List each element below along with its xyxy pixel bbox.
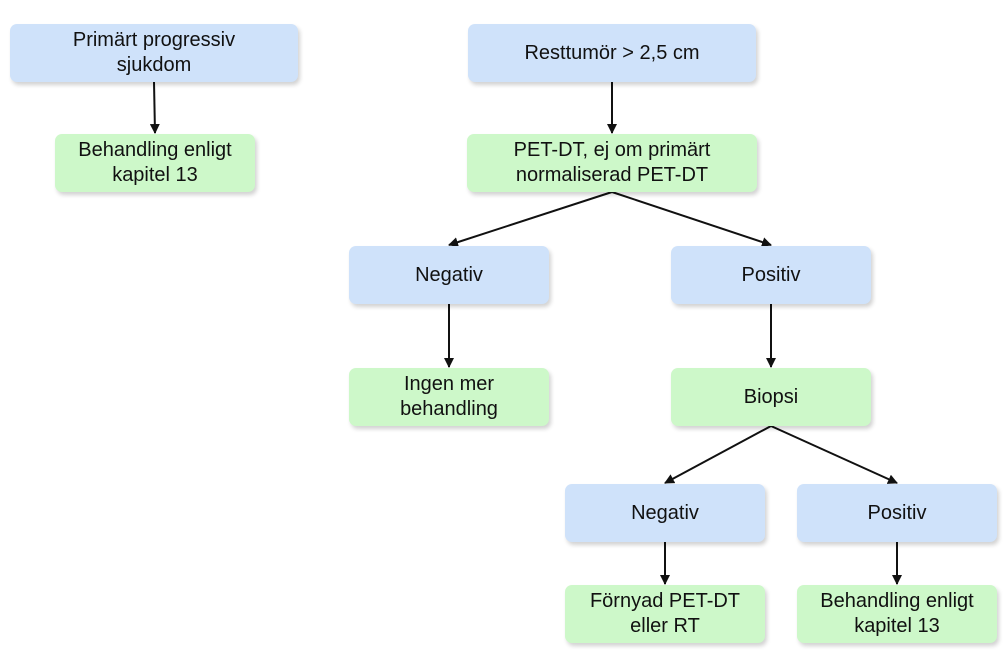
- connector-pet_ct-to-negative_1: [448, 191, 613, 247]
- connector-primary_progressive-to-treatment_ch13_left: [149, 81, 160, 134]
- node-pet-ct: PET-DT, ej om primärt normaliserad PET-D…: [467, 134, 757, 192]
- node-biopsy: Biopsi: [671, 368, 871, 426]
- node-positive-1: Positiv: [671, 246, 871, 304]
- node-primary-progressive-disease: Primärt progressiv sjukdom: [10, 24, 298, 82]
- connector-biopsy-to-positive_2: [770, 425, 898, 484]
- node-treatment-chapter-13-left: Behandling enligt kapitel 13: [55, 134, 255, 192]
- node-treatment-chapter-13-right: Behandling enligt kapitel 13: [797, 585, 997, 643]
- node-negative-2: Negativ: [565, 484, 765, 542]
- node-renewed-pet-ct-or-rt: Förnyad PET-DT eller RT: [565, 585, 765, 643]
- node-no-more-treatment: Ingen mer behandling: [349, 368, 549, 426]
- connector-pet_ct-to-positive_1: [611, 191, 772, 247]
- node-negative-1: Negativ: [349, 246, 549, 304]
- node-residual-tumor: Resttumör > 2,5 cm: [468, 24, 756, 82]
- node-positive-2: Positiv: [797, 484, 997, 542]
- connector-biopsy-to-negative_2: [664, 425, 772, 484]
